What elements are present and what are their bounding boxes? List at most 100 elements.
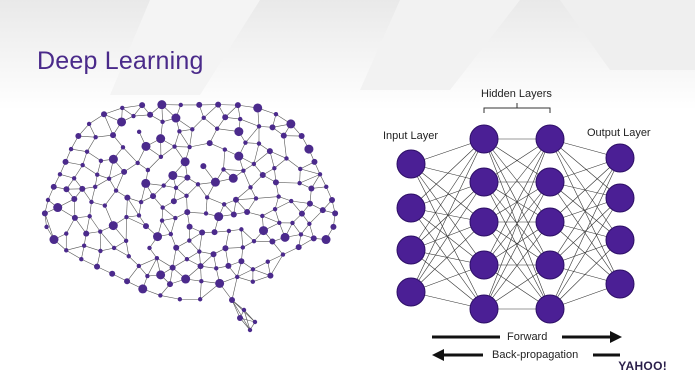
brain-node	[136, 213, 142, 218]
brain-edge	[299, 174, 321, 184]
brain-edge	[243, 309, 251, 331]
brain-edge	[160, 146, 175, 158]
brain-node	[233, 196, 240, 203]
brain-node	[215, 278, 225, 288]
brain-edge	[255, 196, 279, 199]
brain-node	[298, 232, 304, 237]
brain-node	[186, 223, 193, 230]
brain-edge	[205, 197, 208, 214]
brain-edge	[103, 107, 123, 115]
brain-node	[62, 158, 69, 165]
brain-node	[75, 133, 82, 140]
brain-node	[98, 248, 103, 254]
brain-node	[71, 176, 77, 181]
brain-node	[201, 115, 206, 120]
brain-node	[214, 212, 224, 222]
hidden-node	[535, 124, 565, 154]
brain-edge	[269, 150, 287, 159]
brain-edge	[91, 186, 96, 203]
brain-node	[92, 184, 98, 190]
brain-node	[168, 170, 178, 180]
brain-node	[222, 245, 229, 252]
network-edge	[549, 197, 621, 266]
brain-node	[280, 252, 286, 257]
output-node	[605, 183, 635, 213]
brain-edge	[267, 254, 284, 263]
brain-node	[269, 124, 276, 131]
brain-node	[120, 145, 126, 150]
brain-edge	[186, 251, 200, 260]
brain-node	[197, 263, 204, 270]
brain-node	[141, 178, 151, 188]
yahoo-logo: YAHOO!	[618, 359, 667, 373]
brain-node	[68, 146, 74, 152]
brain-edge	[179, 131, 190, 148]
network-edge	[483, 181, 551, 310]
brain-edge	[252, 275, 271, 282]
forward-label: Forward	[507, 331, 548, 343]
brain-node	[259, 171, 266, 178]
network-edge	[410, 207, 485, 310]
brain-node	[210, 177, 220, 187]
brain-node	[332, 210, 339, 217]
brain-edge	[252, 261, 268, 270]
brain-node	[240, 245, 245, 250]
hidden-node	[535, 167, 565, 197]
brain-node	[184, 209, 191, 216]
brain-node	[222, 147, 228, 152]
brain-node	[57, 172, 63, 177]
brain-node	[44, 224, 49, 230]
hidden-node	[469, 124, 499, 154]
brain-node	[79, 185, 86, 192]
brain-node	[276, 194, 281, 199]
brain-node	[250, 279, 256, 284]
brain-node	[156, 270, 166, 280]
network-edge	[483, 221, 551, 310]
brain-node	[158, 293, 163, 298]
network-nodes	[396, 124, 635, 324]
hidden-node	[469, 207, 499, 237]
brain-node	[124, 278, 131, 285]
brain-node	[321, 235, 331, 245]
brain-node	[139, 102, 146, 109]
network-edge	[549, 239, 621, 310]
brain-node	[157, 100, 167, 110]
output-layer-label: Output Layer	[587, 127, 651, 139]
brain-node	[226, 228, 232, 234]
brain-node	[138, 199, 144, 205]
brain-node	[252, 319, 258, 325]
hidden-node	[469, 294, 499, 324]
brain-edge	[122, 107, 134, 117]
network-edge	[410, 249, 485, 310]
brain-node	[123, 238, 129, 243]
brain-edge	[223, 149, 226, 170]
brain-edge	[270, 254, 284, 276]
brain-edge	[275, 182, 300, 184]
slide-title: Deep Learning	[37, 47, 204, 75]
brain-edge	[74, 217, 87, 234]
brain-edge	[199, 232, 203, 252]
brain-edge	[126, 216, 147, 227]
network-edge	[410, 138, 485, 209]
brain-node	[272, 206, 278, 212]
brain-node	[142, 223, 149, 230]
input-node	[396, 277, 426, 307]
brain-node	[184, 193, 189, 198]
brain-node	[121, 168, 128, 175]
brain-node	[177, 129, 182, 134]
brain-edge	[262, 215, 280, 224]
brain-node	[225, 262, 232, 269]
brain-node	[267, 272, 274, 279]
brain-node	[184, 174, 191, 181]
network-edge	[549, 157, 621, 223]
brain-edge	[300, 223, 310, 235]
network-edge	[483, 138, 551, 223]
brain-edge	[235, 187, 251, 200]
brain-node	[53, 203, 63, 213]
brain-node	[214, 126, 220, 131]
brain-edge	[138, 202, 142, 216]
brain-edge	[300, 168, 321, 175]
brain-edge	[237, 268, 254, 278]
brain-node	[221, 167, 226, 172]
